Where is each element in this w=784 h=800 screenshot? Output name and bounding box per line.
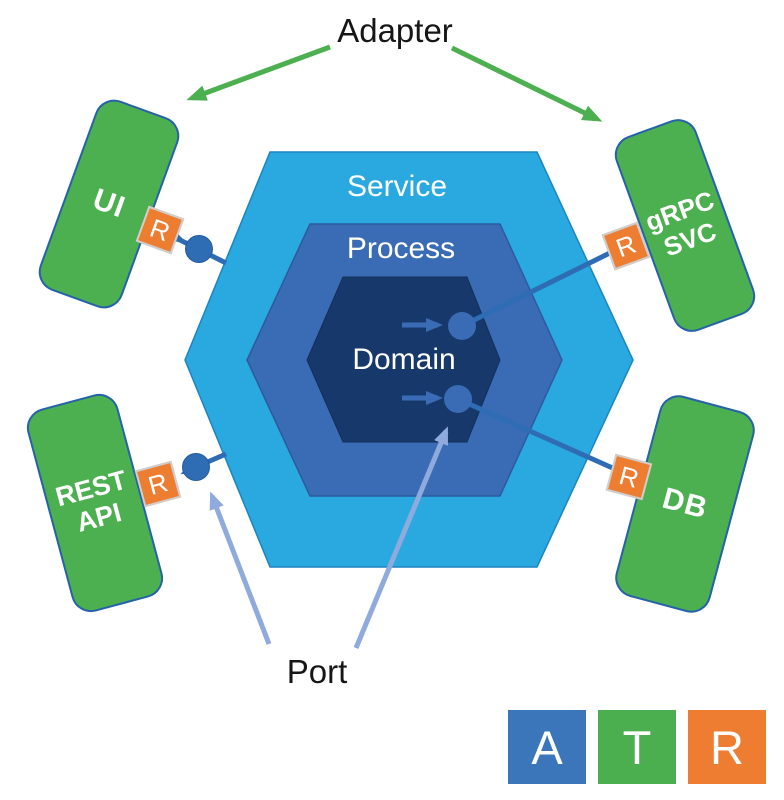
legend-cell-transformer: T — [598, 710, 676, 784]
db-connector-line — [456, 396, 628, 477]
domain-hexagon-label: Domain — [352, 343, 456, 376]
adapter-annotation-arrow-left — [186, 44, 331, 101]
rest-port-circle — [182, 453, 210, 481]
adapter-annotation-arrow-right — [450, 45, 603, 122]
port-annotation-arrow-right — [353, 426, 449, 649]
service-hexagon-label: Service — [346, 170, 448, 203]
rest-adapter-label: REST API — [52, 464, 137, 541]
legend-cell-adapter: A — [508, 710, 586, 784]
process-hexagon-label: Process — [346, 232, 456, 265]
db-adapter-label: DB — [658, 481, 712, 526]
ui-port-circle — [185, 235, 213, 263]
grpc-connector-line — [460, 243, 626, 329]
legend: A T R — [508, 710, 766, 784]
adapter-annotation-label: Adapter — [337, 12, 453, 49]
legend-cell-representation: R — [688, 710, 766, 784]
domain-port-circle-lower — [444, 385, 472, 413]
port-annotation-label: Port — [286, 653, 348, 690]
port-annotation-arrow-left — [209, 491, 272, 645]
grpc-adapter-label: gRPC SVC — [641, 185, 728, 265]
domain-port-circle-upper — [448, 312, 476, 340]
ui-adapter-label: UI — [88, 182, 130, 225]
